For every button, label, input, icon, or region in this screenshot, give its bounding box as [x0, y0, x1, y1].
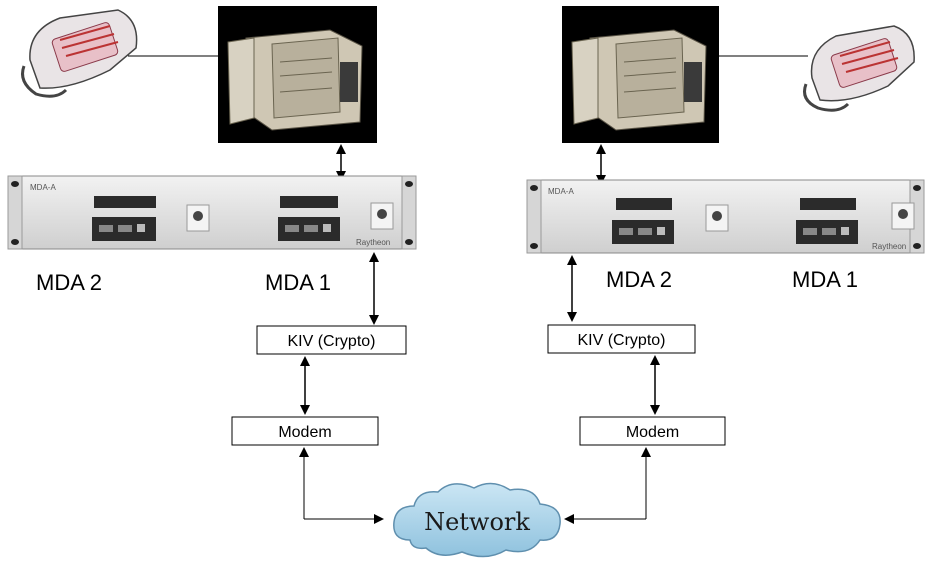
crypto-box-right: KIV (Crypto): [547, 324, 696, 354]
equipment-cabinet-left: [218, 6, 377, 143]
mda-rack-right: MDA-A Raytheon: [526, 179, 925, 254]
network-label: Network: [424, 508, 530, 536]
label-right-mda1: MDA 1: [792, 267, 858, 292]
crypto-label-right: KIV (Crypto): [577, 332, 665, 349]
modem-label-right: Modem: [626, 424, 679, 441]
rack-brand-label-right: Raytheon: [872, 242, 906, 251]
network-cloud: Network: [393, 482, 561, 558]
equipment-cabinet-right: [562, 6, 719, 143]
rack-model-label-right: MDA-A: [548, 187, 574, 196]
crypto-label-left: KIV (Crypto): [287, 333, 375, 350]
modem-label-left: Modem: [278, 424, 331, 441]
rack-brand-label-left: Raytheon: [356, 238, 390, 247]
mda-rack-left: MDA-A Raytheon: [7, 175, 417, 250]
modem-box-right: Modem: [579, 416, 726, 446]
label-left-mda2: MDA 2: [36, 270, 102, 295]
label-right-mda2: MDA 2: [606, 267, 672, 292]
crypto-box-left: KIV (Crypto): [256, 325, 407, 355]
telephone-icon-right: [803, 25, 915, 112]
telephone-icon-left: [21, 9, 138, 98]
rack-model-label-left: MDA-A: [30, 183, 56, 192]
modem-box-left: Modem: [231, 416, 379, 446]
label-left-mda1: MDA 1: [265, 270, 331, 295]
